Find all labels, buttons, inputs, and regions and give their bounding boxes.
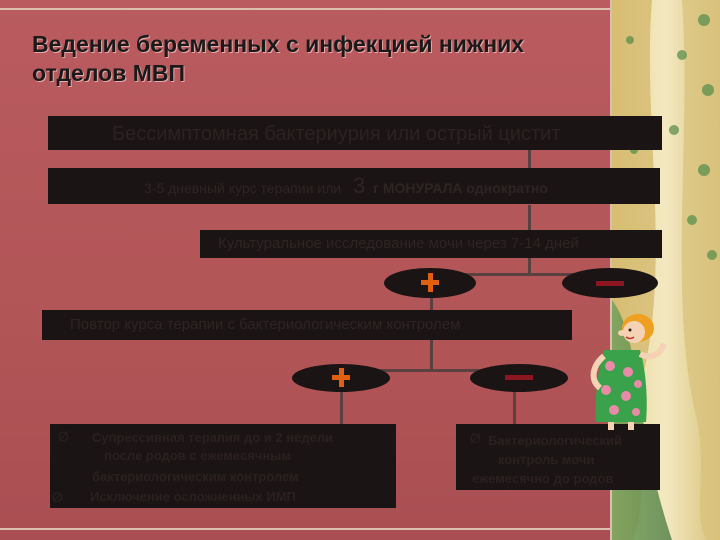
connector-plus2-down [340,390,343,426]
box1-text: Бессимптомная бактериурия или острый цис… [112,123,561,145]
title-line-2: отделов МВП [32,60,186,86]
plus-icon-1 [384,268,476,298]
girl-illustration [590,314,667,430]
frame-bottom-line [0,528,612,530]
connector-plus1-down [430,296,433,312]
bullet-arrow-3: Ø [470,430,481,446]
connector-split2-horizontal [340,369,515,372]
title-line-1: Ведение беременных с инфекцией нижних [32,31,525,57]
minus-icon-1-bar [596,281,624,286]
left-text-line-1: Супрессивная терапия до и 2 недели [92,430,334,445]
minus-icon-1 [562,268,658,298]
box-culture-test: Культуральное исследование мочи через 7-… [200,230,662,258]
plus-icon-2-v [338,368,344,387]
box3-text: Культуральное исследование мочи через 7-… [218,235,579,252]
connector-3-split [528,258,531,274]
connector-split-horizontal [430,273,610,276]
left-text-line-3: бактериологическим контролем [92,469,299,484]
box2-monural-text: г МОНУРАЛА однократно [373,180,548,196]
connector-1-2 [528,150,531,170]
plus-icon-1-v [427,273,433,292]
connector-2-3 [528,205,531,230]
box-repeat-therapy: Повтор курса терапии с бактериологически… [42,310,572,340]
page-title: Ведение беременных с инфекцией нижних от… [32,30,632,88]
right-text-line-3: ежемесячно до родов [472,471,614,486]
box-bacteriological-control [456,424,660,490]
connector-minus2-down [513,390,516,426]
bullet-arrow-2: Ø [52,489,63,505]
right-text-line-2: контроль мочи [498,452,595,467]
box2-prefix-text: 3-5 дневный курс терапии или [144,180,342,196]
connector-4-split [430,338,433,370]
minus-icon-2 [470,364,568,392]
left-text-line-2: после родов с ежемесячным [104,448,291,463]
left-text-line-4: Исключение осложненных ИМП [90,489,296,504]
box-asymptomatic-bacteriuria: Бессимптомная бактериурия или острый цис… [48,116,662,150]
box-therapy-course: 3-5 дневный курс терапии или 3 г МОНУРАЛ… [48,168,660,204]
right-text-line-1: Бактериологический [488,433,622,448]
box-suppressive-therapy [50,424,396,508]
bullet-arrow-1: Ø [58,428,69,444]
box4-text: Повтор курса терапии с бактериологически… [70,316,461,333]
frame-top-line [0,8,612,10]
plus-icon-2 [292,364,390,392]
minus-icon-2-bar [505,375,533,380]
box2-dose-number: 3 [352,173,366,198]
